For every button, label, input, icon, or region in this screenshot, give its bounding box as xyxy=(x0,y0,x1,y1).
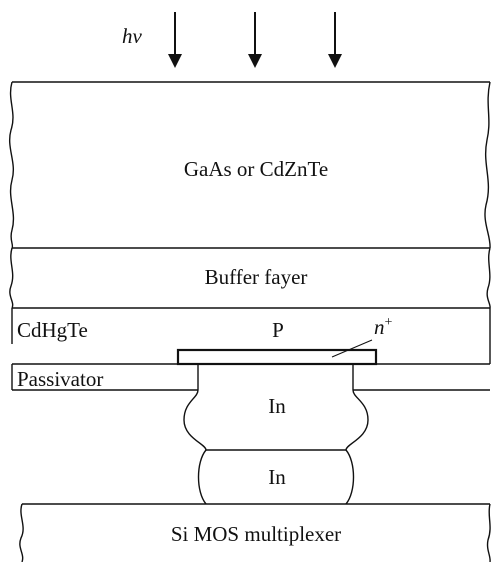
substrate-label: GaAs or CdZnTe xyxy=(184,157,328,181)
indium-bump-bottom: In xyxy=(197,449,355,505)
readout-label: Si MOS multiplexer xyxy=(171,522,341,546)
incident-light-label: hν xyxy=(122,24,143,48)
light-arrow-3 xyxy=(328,12,342,68)
readout-layer: Si MOS multiplexer xyxy=(19,503,491,562)
light-arrow-2 xyxy=(248,12,262,68)
passivator-layer: Passivator xyxy=(11,363,490,391)
planck-symbol: h xyxy=(122,24,133,48)
buffer-label: Buffer fayer xyxy=(205,265,308,289)
indium-bump-top: In xyxy=(183,364,369,451)
buffer-layer: Buffer fayer xyxy=(9,247,491,309)
indium-bottom-label: In xyxy=(268,465,286,489)
absorber-type-label: P xyxy=(272,318,284,342)
frequency-symbol: ν xyxy=(133,24,143,48)
absorber-layer: CdHgTe P xyxy=(11,308,491,364)
light-arrow-1 xyxy=(168,12,182,68)
incident-light-arrows xyxy=(168,12,342,68)
absorber-material-label: CdHgTe xyxy=(17,318,88,342)
indium-top-label: In xyxy=(268,394,286,418)
substrate-layer: GaAs or CdZnTe xyxy=(9,81,491,249)
n-plus-implant: n+ xyxy=(176,315,393,366)
implant-label: n+ xyxy=(374,315,393,339)
passivator-label: Passivator xyxy=(17,367,103,391)
